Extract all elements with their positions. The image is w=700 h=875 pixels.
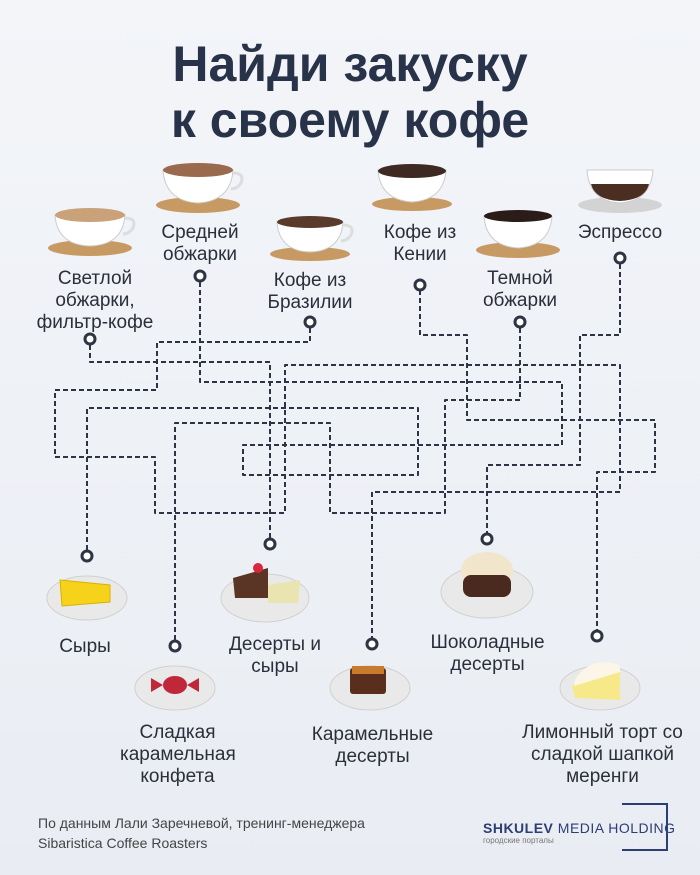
plate-candy-icon (134, 665, 216, 711)
node-kenya (413, 278, 427, 292)
plate-desserts-cheeses-icon (220, 563, 310, 623)
source-line-1: По данным Лали Заречневой, тренинг-менед… (38, 815, 365, 831)
node-desserts-cheeses (263, 537, 277, 551)
label-lemon-tart: Лимонный торт со сладкой шапкой меренги (522, 722, 683, 787)
logo-frame (622, 803, 668, 851)
cup-medium-roast-icon (156, 163, 244, 213)
cup-dark-roast-icon (476, 210, 560, 258)
label-brazil: Кофе из Бразилии (267, 270, 353, 313)
node-brazil (303, 315, 317, 329)
node-lemon-tart (590, 629, 604, 643)
source-note: По данным Лали Заречневой, тренинг-менед… (38, 813, 365, 853)
title-line-2: к своему кофе (170, 92, 530, 148)
cup-kenya-icon (372, 164, 452, 211)
label-candy: Сладкая карамельная конфета (120, 722, 236, 787)
cup-brazil-icon (270, 216, 354, 261)
node-caramel-desserts (365, 637, 379, 651)
logo-sub: городские порталы (483, 836, 554, 845)
label-kenya: Кофе из Кении (383, 222, 457, 265)
label-light-roast: Светлой обжарки, фильтр-кофе (36, 268, 154, 333)
plate-cheeses-icon (46, 575, 128, 621)
path-espresso (486, 264, 621, 533)
node-chocolate-desserts (480, 532, 494, 546)
node-candy (168, 639, 182, 653)
path-kenya (419, 290, 656, 630)
cup-light-roast-icon (48, 208, 136, 256)
node-light-roast (83, 332, 97, 346)
cup-espresso-icon (578, 169, 662, 213)
logo-brand: SHKULEV (483, 820, 554, 836)
label-caramel-desserts: Карамельные десерты (311, 724, 434, 767)
path-brazil (54, 328, 621, 638)
plate-lemon-tart-icon (559, 662, 641, 711)
source-line-2: Sibaristica Coffee Roasters (38, 835, 208, 851)
label-cheeses: Сыры (59, 636, 111, 657)
path-light-roast (89, 345, 271, 538)
logo-rest: MEDIA HOLDING (557, 820, 676, 836)
label-dark-roast: Темной обжарки (482, 268, 557, 311)
node-medium-roast (193, 269, 207, 283)
node-cheeses (80, 549, 94, 563)
label-espresso: Эспрессо (577, 222, 663, 243)
plate-chocolate-desserts-icon (440, 552, 534, 619)
label-desserts-cheeses: Десерты и сыры (229, 634, 321, 677)
label-medium-roast: Средней обжарки (161, 222, 239, 265)
publisher-logo: SHKULEV MEDIA HOLDING городские порталы (483, 820, 676, 845)
plate-caramel-desserts-icon (329, 665, 411, 711)
path-dark-roast (174, 328, 521, 640)
path-medium-roast (86, 282, 563, 550)
node-espresso (613, 251, 627, 265)
label-chocolate-desserts: Шоколадные десерты (430, 632, 545, 675)
node-dark-roast (513, 315, 527, 329)
title-line-1: Найди закуску (172, 36, 528, 92)
